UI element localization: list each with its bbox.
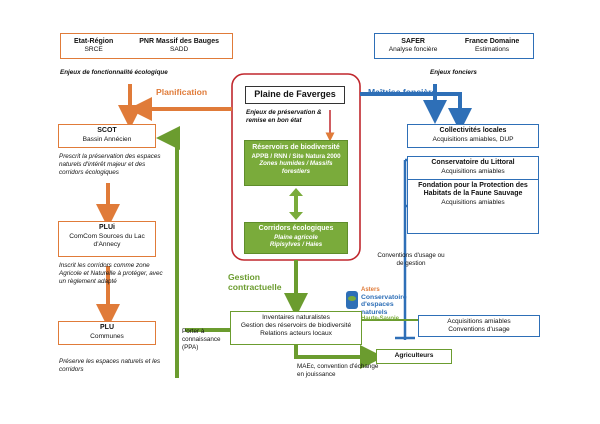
- heading-planification: Planification: [156, 87, 208, 97]
- asters-l2: Conservatoire: [361, 293, 407, 301]
- arrow-maitrise: [360, 92, 472, 132]
- corridors-line2: Ripisylves / Haies: [269, 241, 323, 249]
- plui-note: Inscrit les corridors comme zone Agricol…: [59, 262, 163, 285]
- asters-logo-mark: [346, 291, 358, 309]
- cen-actions-l1: Acquisitions amiables: [447, 318, 511, 325]
- plui-box: PLUi ComCom Sources du Lac d'Annecy: [58, 221, 156, 257]
- agriculteurs-box: Agriculteurs: [376, 349, 452, 364]
- porter-note: Porter à connaissance (PPA): [182, 328, 221, 351]
- cen-actions-l2: Conventions d'usage: [448, 326, 510, 334]
- asters-l4: Haute-Savoie: [361, 316, 400, 322]
- reservoirs-title: Réservoirs de biodiversité: [252, 144, 340, 151]
- corridors-line1: Plaine agricole: [274, 233, 318, 241]
- heading-maitrise: Maîtrise foncière: [368, 87, 437, 97]
- pnr-sub: SADD: [169, 46, 189, 54]
- arrow-to-agriculteurs: [294, 345, 384, 369]
- scot-title: SCOT: [97, 127, 117, 134]
- cen-littoral-title: Conservatoire du Littoral: [431, 159, 515, 166]
- enjeux-fonciers: Enjeux fonciers: [430, 69, 477, 76]
- plu-sub: Communes: [90, 332, 124, 340]
- inventaires-box: Inventaires naturalistes Gestion des rés…: [230, 311, 362, 345]
- asters-logo: Asters Conservatoire d'espaces naturels …: [346, 287, 420, 322]
- plu-title: PLU: [100, 324, 114, 331]
- enjeux-fonctionnalite: Enjeux de fonctionnalité écologique: [60, 69, 168, 76]
- plu-note: Préserve les espaces naturels et les cor…: [59, 358, 161, 373]
- safer-sub: Analyse foncière: [388, 46, 438, 54]
- corridors-box: Corridors écologiques Plaine agricole Ri…: [244, 222, 348, 254]
- collectivites-sub: Acquisitions amiables, DUP: [432, 135, 514, 143]
- fondation-sub: Acquisitions amiables: [441, 198, 505, 206]
- reservoirs-line2: Zones humides / Massifs forestiers: [259, 160, 333, 175]
- corridors-title: Corridors écologiques: [258, 225, 334, 232]
- fondation-section: Fondation pour la Protection des Habitat…: [408, 178, 538, 207]
- reservoirs-box: Réservoirs de biodiversité APPB / RNN / …: [244, 140, 348, 186]
- cen-actions-box: Acquisitions amiables Conventions d'usag…: [418, 315, 540, 337]
- maec-note: MAEc, convention d'échange en jouissance: [297, 363, 379, 378]
- fondation-title: Fondation pour la Protection des Habitat…: [418, 181, 528, 198]
- plu-box: PLU Communes: [58, 321, 156, 345]
- reservoirs-line1: APPB / RNN / Site Natura 2000: [251, 152, 341, 160]
- asters-l3: d'espaces naturels: [361, 301, 394, 316]
- arrow-green-porter: [156, 126, 180, 378]
- center-enjeux: Enjeux de préservation & remise en bon é…: [246, 109, 322, 124]
- safer-title: SAFER: [401, 37, 425, 45]
- etat-region-sub: SRCE: [84, 46, 103, 54]
- france-domaine-title: France Domaine: [464, 37, 520, 45]
- center-title: Plaine de Faverges: [245, 86, 345, 104]
- conservatoire-group-box: Conservatoire du Littoral Acquisitions a…: [407, 156, 539, 234]
- inventaires-l2: Gestion des réservoirs de biodiversité: [240, 322, 352, 330]
- scot-box: SCOT Bassin Annécien: [58, 124, 156, 148]
- inventaires-l1: Inventaires naturalistes: [262, 314, 330, 321]
- inventaires-l3: Relations acteurs locaux: [260, 330, 332, 338]
- pnr-title: PNR Massif des Bauges: [139, 37, 219, 45]
- asters-l1: Asters: [361, 287, 380, 293]
- conventions-note: Conventions d'usage ou de gestion: [377, 252, 445, 267]
- plui-title: PLUi: [99, 224, 115, 231]
- heading-gestion: Gestion contractuelle: [228, 272, 282, 293]
- cen-littoral-sub: Acquisitions amiables: [441, 167, 505, 175]
- etat-region-title: Etat-Région: [73, 37, 114, 45]
- scot-sub: Bassin Annécien: [82, 135, 132, 143]
- france-domaine-sub: Estimations: [475, 46, 510, 54]
- scot-note: Prescrit la préservation des espaces nat…: [59, 153, 161, 176]
- collectivites-title: Collectivités locales: [439, 127, 507, 134]
- plui-sub: ComCom Sources du Lac d'Annecy: [69, 232, 145, 248]
- collectivites-box: Collectivités locales Acquisitions amiab…: [407, 124, 539, 148]
